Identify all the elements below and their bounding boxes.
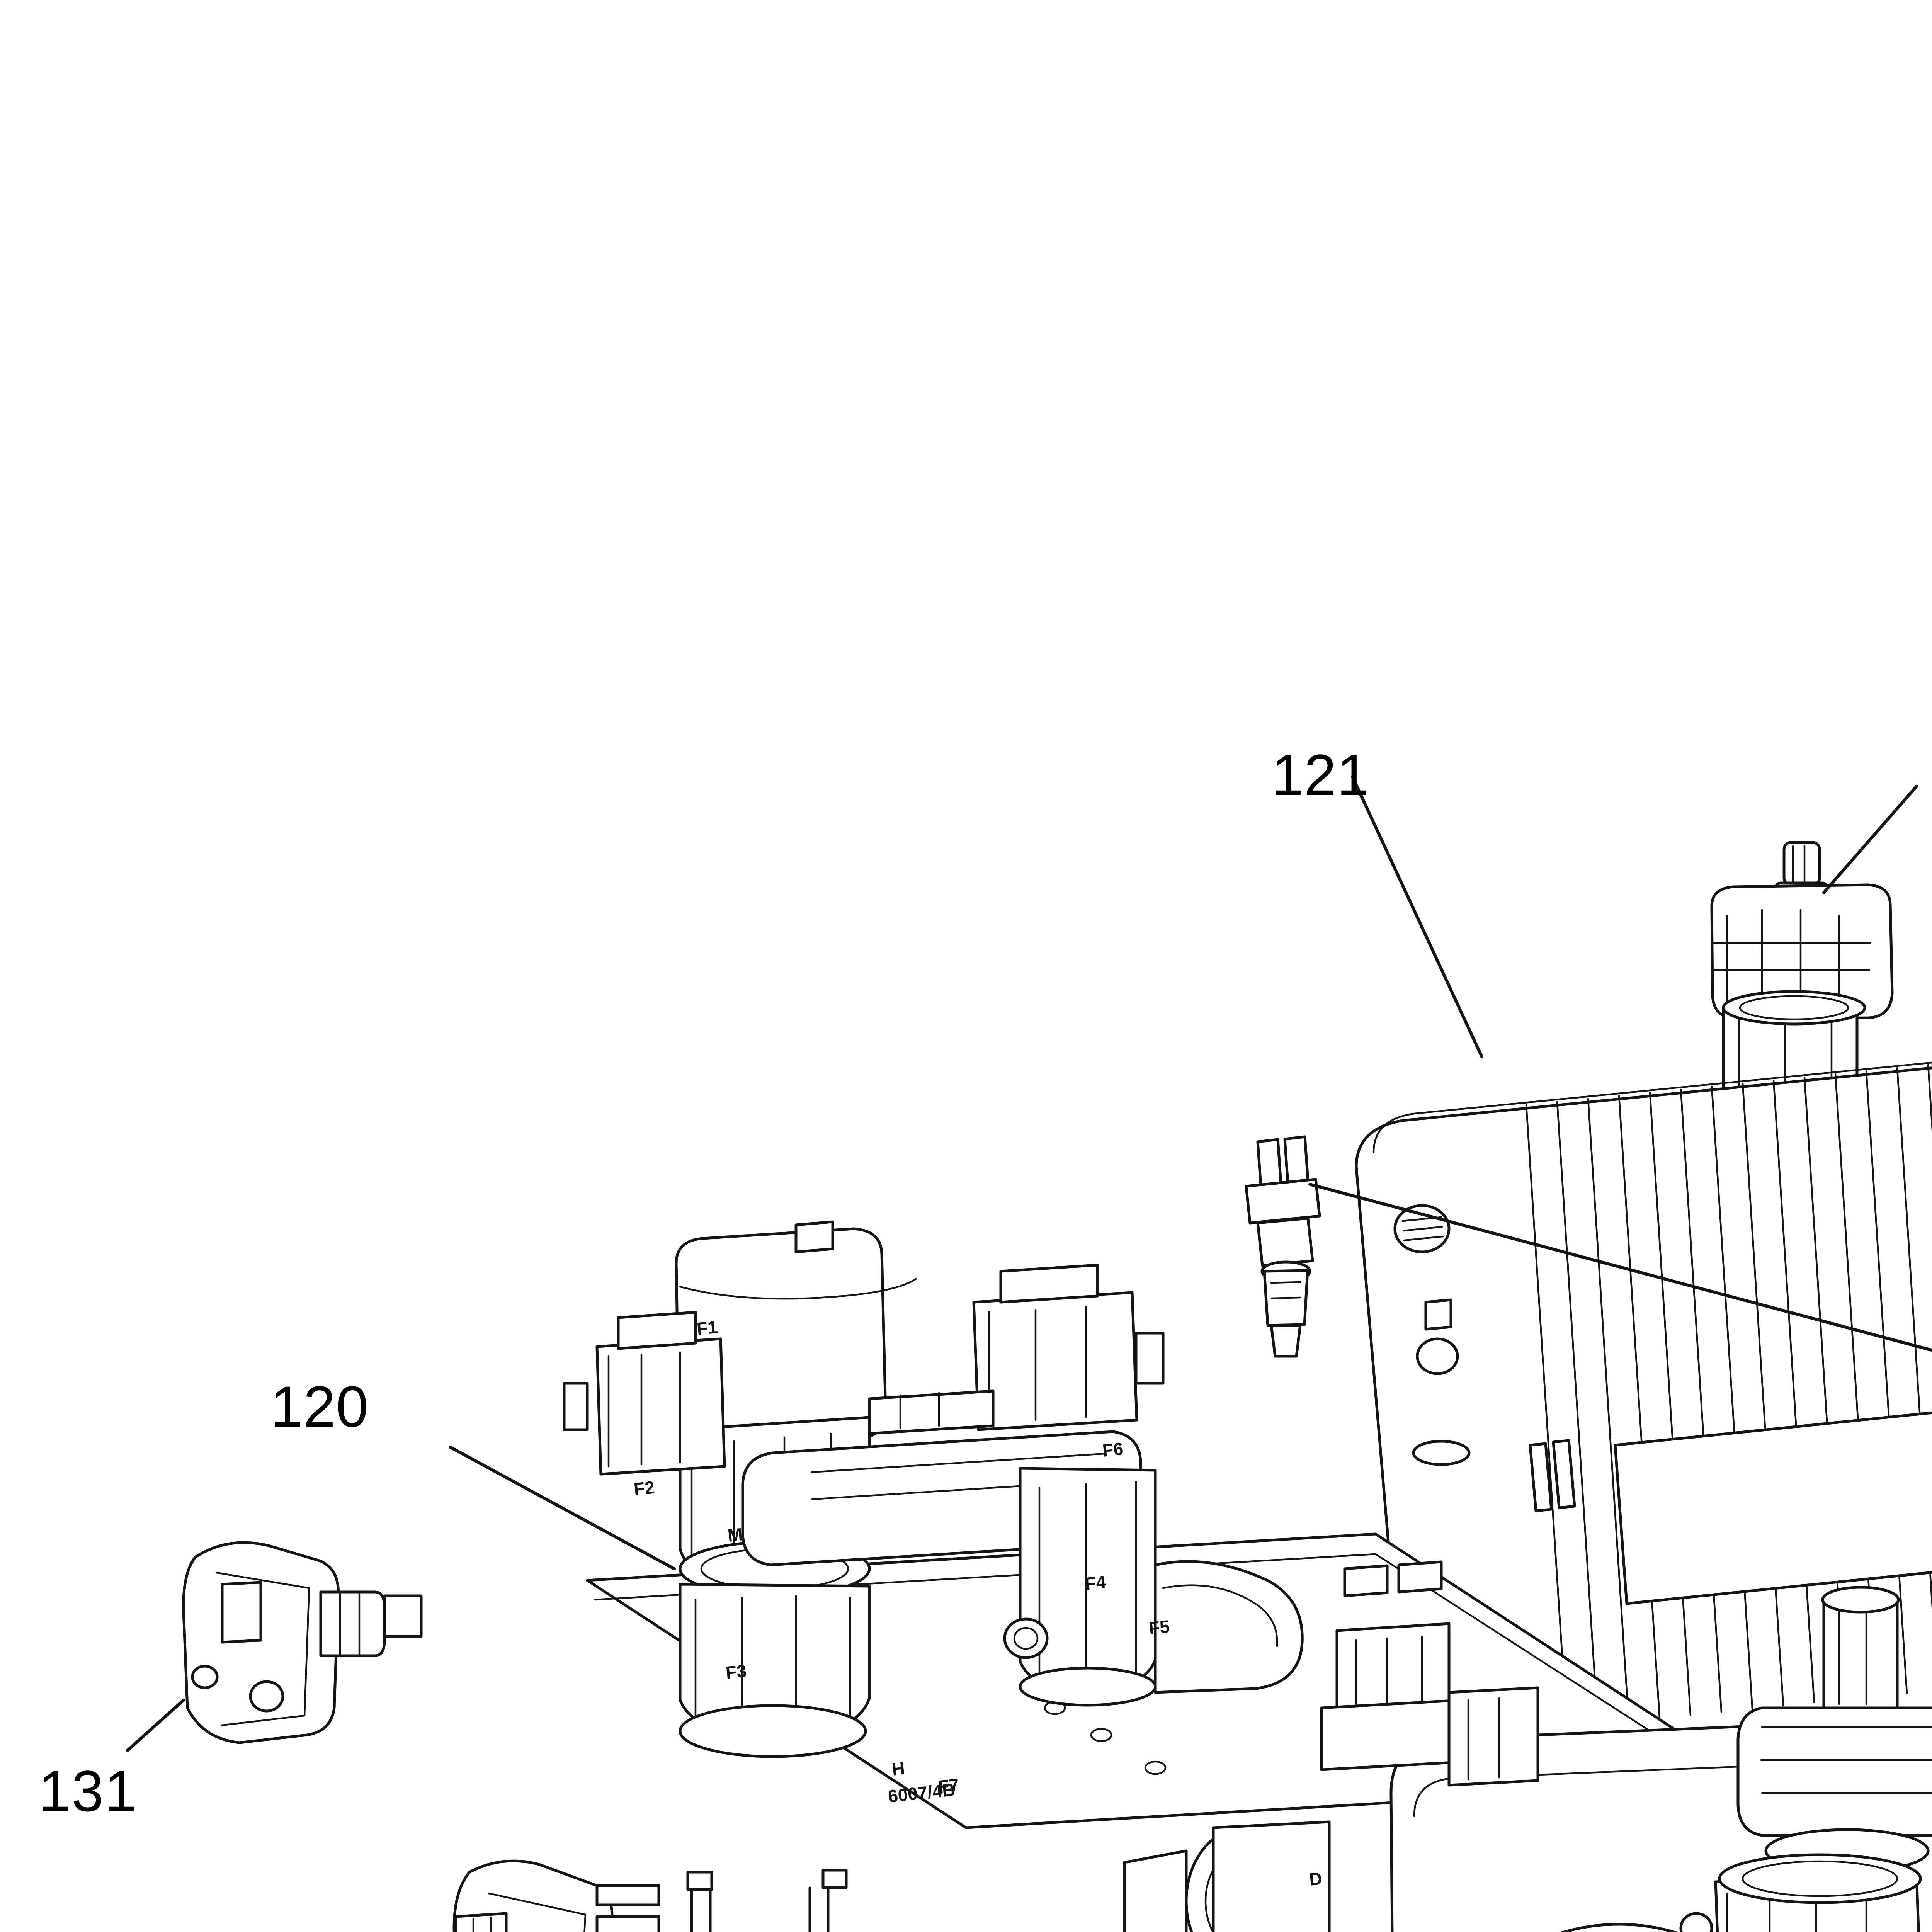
part-120-hydraulic-manifold: F1 F2 F3 F6 F4 F5 F7 H 6007/4B M <box>563 1220 1756 1829</box>
svg-text:F7: F7 <box>937 1775 960 1797</box>
svg-text:M: M <box>727 1524 744 1546</box>
callout-131: 131 <box>39 1759 137 1823</box>
part-131-flow-sensor <box>182 1541 423 1744</box>
part-retaining-clip <box>686 1869 848 1932</box>
svg-text:F4: F4 <box>1084 1572 1107 1594</box>
callout-121: 121 <box>1271 742 1370 807</box>
svg-text:F1: F1 <box>696 1317 719 1339</box>
part-127-pressure-switch <box>452 1859 660 1932</box>
callout-120: 120 <box>270 1374 369 1439</box>
svg-text:D: D <box>1308 1868 1323 1889</box>
svg-text:F5: F5 <box>1148 1616 1171 1638</box>
svg-text:F2: F2 <box>633 1477 656 1499</box>
callout-leader-lines <box>126 775 1932 1752</box>
part-309-sensors <box>1245 1135 1321 1358</box>
svg-text:F6: F6 <box>1102 1439 1124 1461</box>
svg-text:F3: F3 <box>725 1661 748 1683</box>
part-119-pump-body: D 2 BT0606 F2 F1 <box>1123 1560 1932 1932</box>
svg-text:H: H <box>891 1758 906 1779</box>
callout-110: 110 <box>1928 750 1932 808</box>
